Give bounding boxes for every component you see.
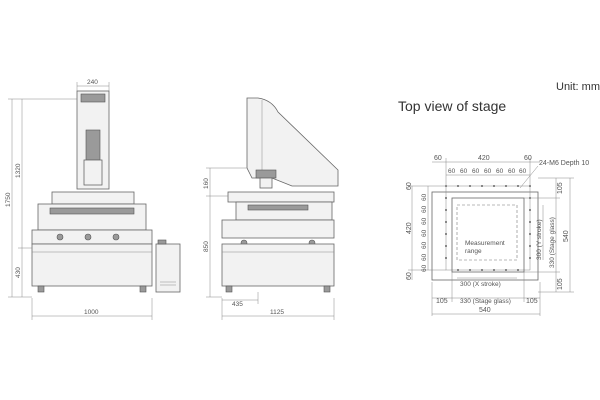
stage-outer — [431, 191, 539, 281]
side-depth-total: 1125 — [270, 309, 284, 316]
stage-bottom-total: 540 — [479, 307, 491, 314]
y-stroke-label: 300 (Y stroke) — [536, 219, 543, 260]
front-base — [31, 243, 153, 287]
side-depth-front: 435 — [232, 301, 243, 308]
stage-top-view: Measurement range 60 420 60 60 60 60 60 … — [406, 155, 589, 316]
stage-glass-right: 330 (Stage glass) — [549, 217, 556, 268]
grid-left-6: 60 — [421, 264, 428, 272]
grid-left-1: 60 — [421, 205, 428, 213]
grid-top-1: 60 — [460, 168, 468, 175]
grid-left-2: 60 — [421, 217, 428, 225]
measurement-label-1: Measurement — [465, 240, 505, 247]
stage-glass — [451, 197, 525, 273]
stage-right-dim-0: 105 — [557, 182, 564, 194]
grid-top-2: 60 — [472, 168, 480, 175]
grid-left-3: 60 — [421, 229, 428, 237]
grid-top-4: 60 — [496, 168, 504, 175]
grid-top-3: 60 — [484, 168, 492, 175]
grid-left-0: 60 — [421, 193, 428, 201]
stage-bottom-dim-2: 105 — [526, 298, 538, 305]
front-height-total: 1750 — [5, 192, 12, 207]
grid-top-5: 60 — [508, 168, 516, 175]
front-width-top: 240 — [87, 79, 98, 86]
unit-label: Unit: mm — [556, 81, 600, 93]
stage-bottom-dim-0: 105 — [436, 298, 448, 305]
stage-left-dim-0: 60 — [406, 182, 413, 190]
front-width-base: 1000 — [84, 309, 99, 316]
stage-right-dim-2: 105 — [557, 278, 564, 290]
grid-top-0: 60 — [448, 168, 456, 175]
x-stroke-label: 300 (X stroke) — [460, 281, 501, 288]
tap-holes — [445, 185, 531, 271]
stage-left-dim-2: 60 — [406, 272, 413, 280]
hole-grid-region — [445, 185, 531, 271]
side-height-table: 850 — [203, 241, 210, 252]
side-view: 160 850 435 1125 — [203, 97, 339, 320]
measurement-label-2: range — [465, 248, 482, 255]
stage-view-title: Top view of stage — [398, 98, 506, 114]
grid-top-6: 60 — [519, 168, 527, 175]
measurement-range — [456, 204, 518, 261]
stage-top-dim-0: 60 — [434, 155, 442, 162]
front-view: 240 1750 1320 430 1000 — [5, 79, 181, 320]
front-height-lower: 430 — [15, 267, 22, 278]
stage-top-dim-2: 60 — [524, 155, 532, 162]
side-base — [221, 243, 335, 287]
tap-hole-label: 24-M6 Depth 10 — [539, 160, 589, 167]
grid-left-5: 60 — [421, 253, 428, 261]
front-height-upper: 1320 — [15, 163, 22, 178]
stage-top-dim-1: 420 — [478, 155, 490, 162]
stage-bottom-dim-1: 330 (Stage glass) — [460, 298, 511, 305]
controller-box — [155, 243, 181, 293]
stage-right-total: 540 — [563, 230, 570, 242]
side-height-head: 160 — [203, 178, 210, 189]
grid-left-4: 60 — [421, 241, 428, 249]
side-stage — [235, 201, 333, 221]
stage-left-dim-1: 420 — [406, 222, 413, 234]
